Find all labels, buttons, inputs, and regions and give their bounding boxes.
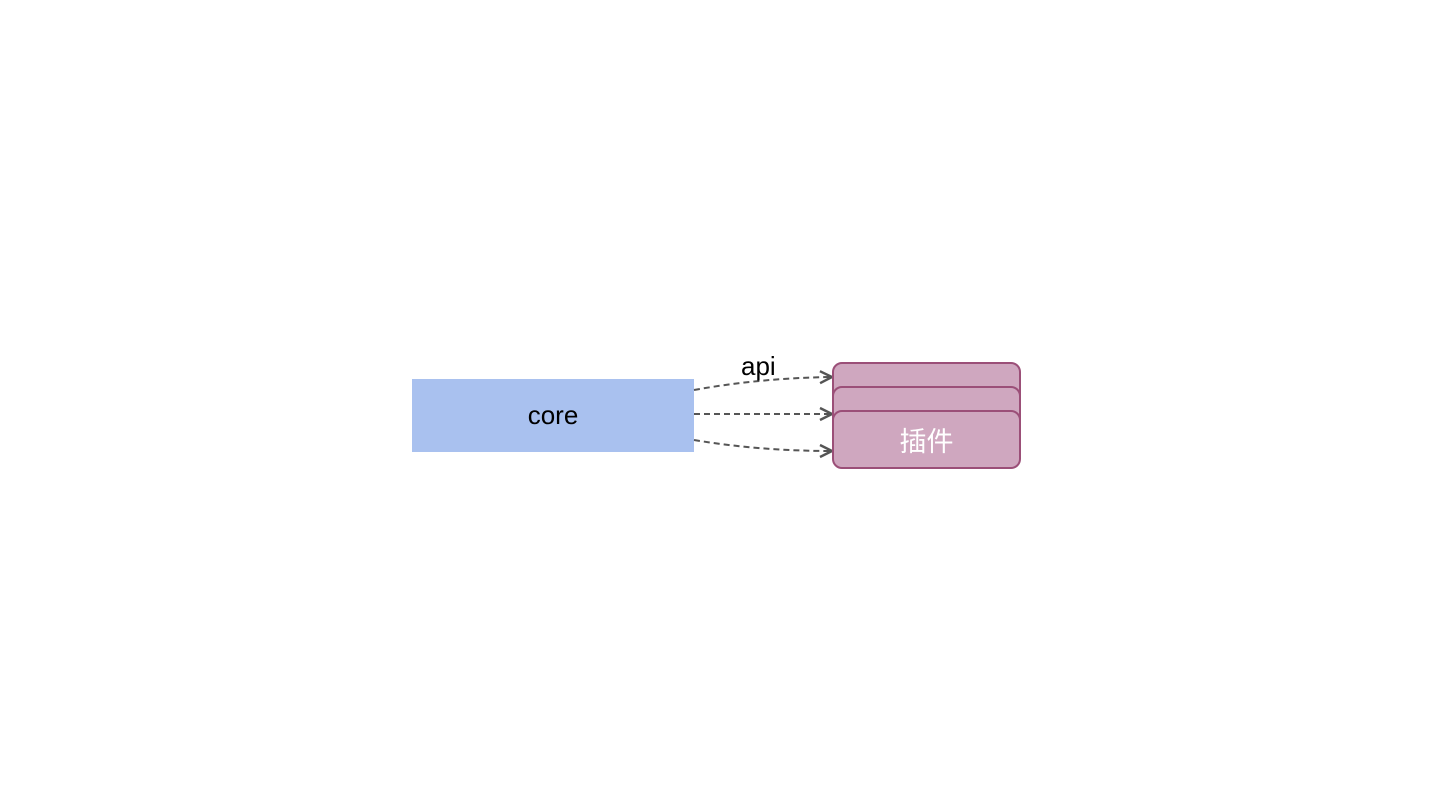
core-box: core <box>412 379 694 452</box>
arrow-1 <box>693 377 832 391</box>
plugin-box-front: 插件 <box>832 410 1021 469</box>
arrow-3 <box>693 439 832 451</box>
plugin-label: 插件 <box>899 427 954 457</box>
core-label: core <box>527 400 579 430</box>
api-label: api <box>741 351 776 381</box>
